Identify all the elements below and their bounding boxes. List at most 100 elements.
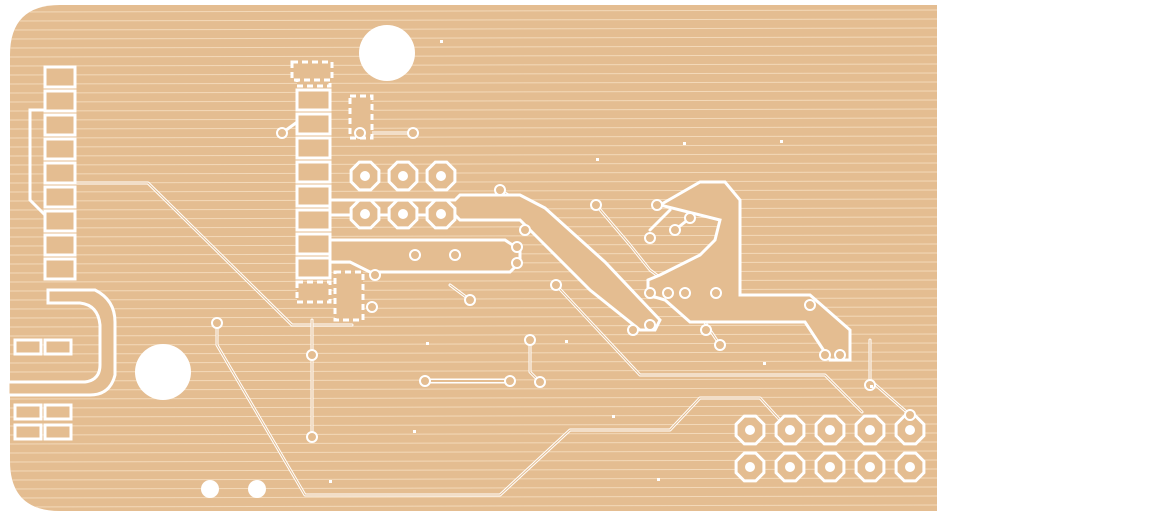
hatch-line [10,171,937,175]
hatch-line [10,279,937,283]
speck [612,415,615,418]
trace [648,208,672,232]
via [669,224,681,236]
hatch-line [10,162,937,166]
trace [216,322,781,496]
via [904,409,916,421]
via [306,431,318,443]
via [464,294,476,306]
via [407,127,419,139]
hatch-line [10,234,937,238]
hatch-line [10,99,937,103]
smd-pads [290,60,374,322]
via [504,375,516,387]
round-pad [425,198,457,230]
header-pad [295,136,332,160]
header-pad [43,233,77,257]
hatch-line [10,288,937,292]
via [804,299,816,311]
hatch-line [10,225,937,229]
via [710,287,722,299]
hatch-line [10,324,937,328]
small-hole [201,480,219,498]
via [449,249,461,261]
hatch-line [10,117,937,121]
edge-pad [13,423,43,441]
via [550,279,562,291]
via [306,349,318,361]
header-pad [295,184,332,208]
mounting-holes [135,25,415,498]
round-pad [814,451,846,483]
via [276,127,288,139]
via [644,287,656,299]
hatch-line [10,27,937,31]
round-pad [814,414,846,446]
via [834,349,846,361]
hatch-line [10,18,937,22]
hatch-line [10,333,937,337]
mounting-hole [135,344,191,400]
hatch-line [10,45,937,49]
header-pad [295,88,332,112]
via [534,376,546,388]
round-pad [349,160,381,192]
header-pad [295,160,332,184]
via [524,334,536,346]
edge-pad [13,403,43,421]
header-pad [295,280,332,304]
round-pad [774,451,806,483]
via [644,232,656,244]
hatch-line [10,189,937,193]
round-pad [349,198,381,230]
via [644,319,656,331]
header-pad [295,112,332,136]
round-pad [425,160,457,192]
speck [870,385,873,388]
hatch-line [10,90,937,94]
smd-pad [333,270,365,322]
via [369,269,381,281]
speck [426,342,429,345]
hatch-line [10,81,937,85]
round-pad [734,451,766,483]
hatch-line [10,72,937,76]
round-pad [894,414,926,446]
via [679,287,691,299]
round-pad [387,198,419,230]
via [590,199,602,211]
header-pad [295,256,332,280]
hatch-line [10,144,937,148]
via [511,241,523,253]
header-pad [43,89,77,113]
header-pad [43,257,77,281]
hatch-line [10,9,937,13]
edge-pad [13,338,43,356]
speck [440,40,443,43]
pour-mid [328,238,522,274]
hatch-line [10,504,937,508]
trace [555,284,863,413]
round-pad [854,414,886,446]
hatch-line [10,153,937,157]
hatch-line [10,495,937,499]
hatch-line [10,108,937,112]
via [419,375,431,387]
trace [28,108,47,217]
header-pad [43,113,77,137]
edge-pad [43,338,73,356]
speck [413,430,416,433]
via [651,199,663,211]
smd-pad [290,60,334,82]
speck [657,478,660,481]
hatch-line [10,63,937,67]
trace [61,182,353,326]
hatch-line [10,135,937,139]
pour-left-loop [6,288,117,397]
header-pad [43,161,77,185]
center-pin-header [295,64,332,304]
vias [211,40,916,483]
via [354,127,366,139]
hatch-line [10,405,937,409]
